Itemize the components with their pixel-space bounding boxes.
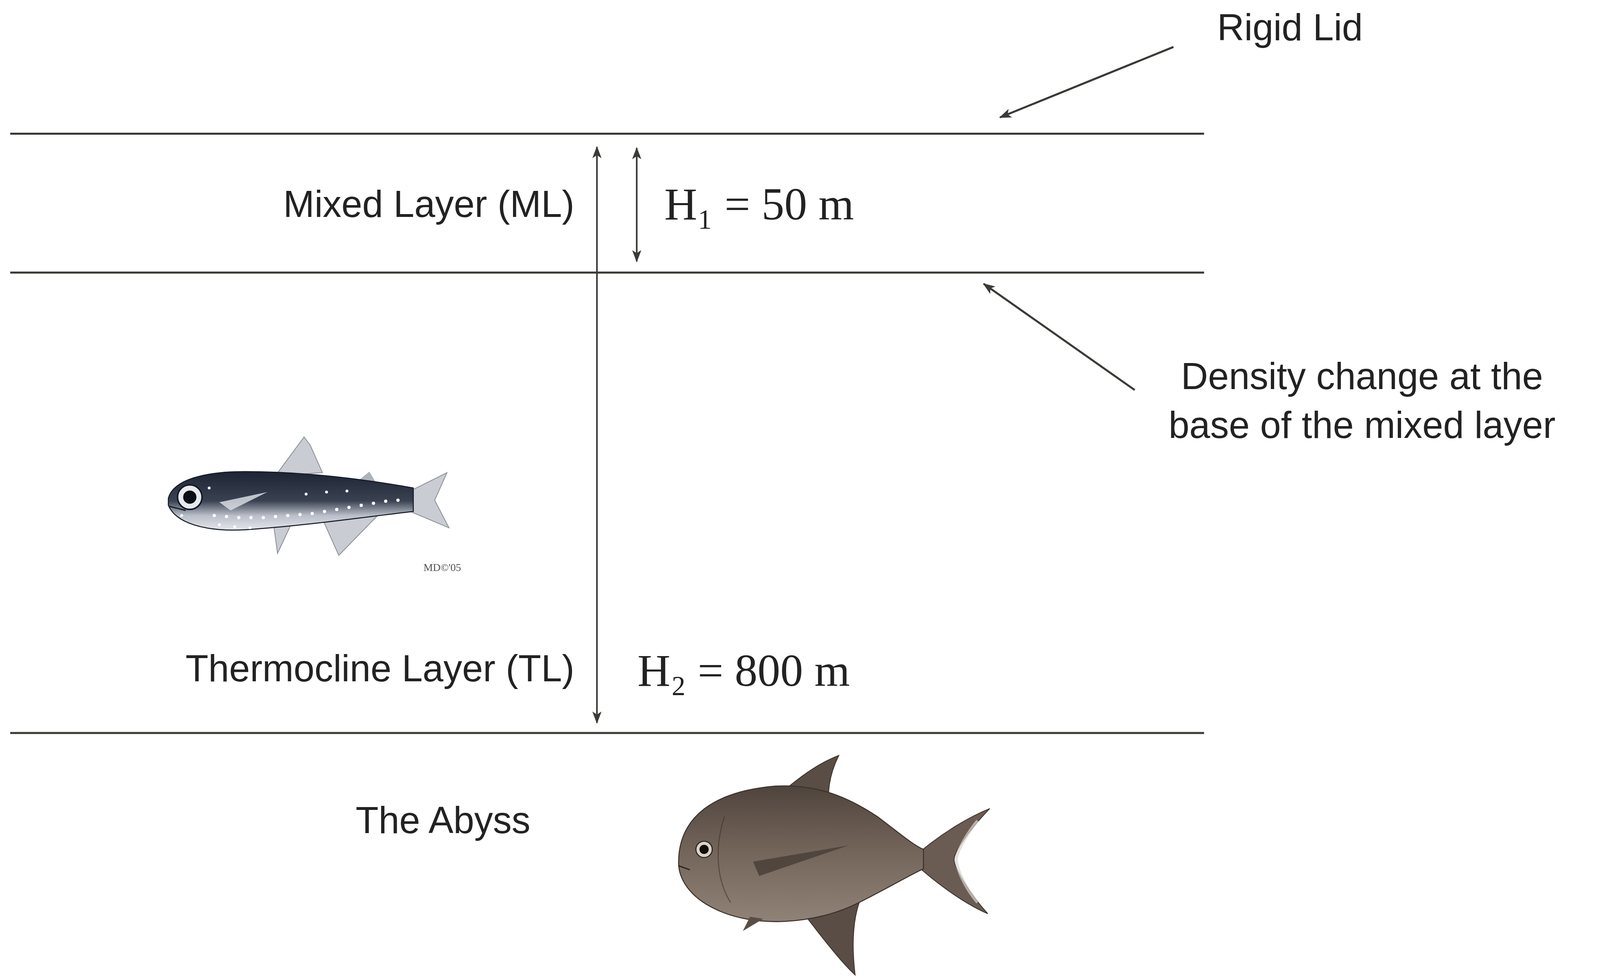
pomfret-illustration xyxy=(678,755,990,975)
thermocline-base-line xyxy=(10,731,1205,734)
leader-arrow xyxy=(999,46,1174,118)
dimension-label: H₂ = 800 m xyxy=(637,640,850,701)
layer-label: Mixed Layer (ML) xyxy=(283,179,575,229)
dimension-label: H₁ = 50 m xyxy=(664,174,854,234)
artist-signature: MD©'05 xyxy=(423,560,461,575)
callout-label: Rigid Lid xyxy=(1217,3,1363,53)
lanternfish-illustration xyxy=(168,436,450,556)
layer-label: The Abyss xyxy=(355,795,531,845)
layer-label: Thermocline Layer (TL) xyxy=(185,643,575,693)
callout-label: Density change at the base of the mixed … xyxy=(1138,351,1586,450)
mixed-layer-base-line xyxy=(10,271,1205,274)
dimension-arrow xyxy=(635,148,638,262)
leader-arrow xyxy=(983,283,1135,390)
rigid-lid-line xyxy=(10,132,1205,135)
dimension-arrow xyxy=(595,146,598,723)
